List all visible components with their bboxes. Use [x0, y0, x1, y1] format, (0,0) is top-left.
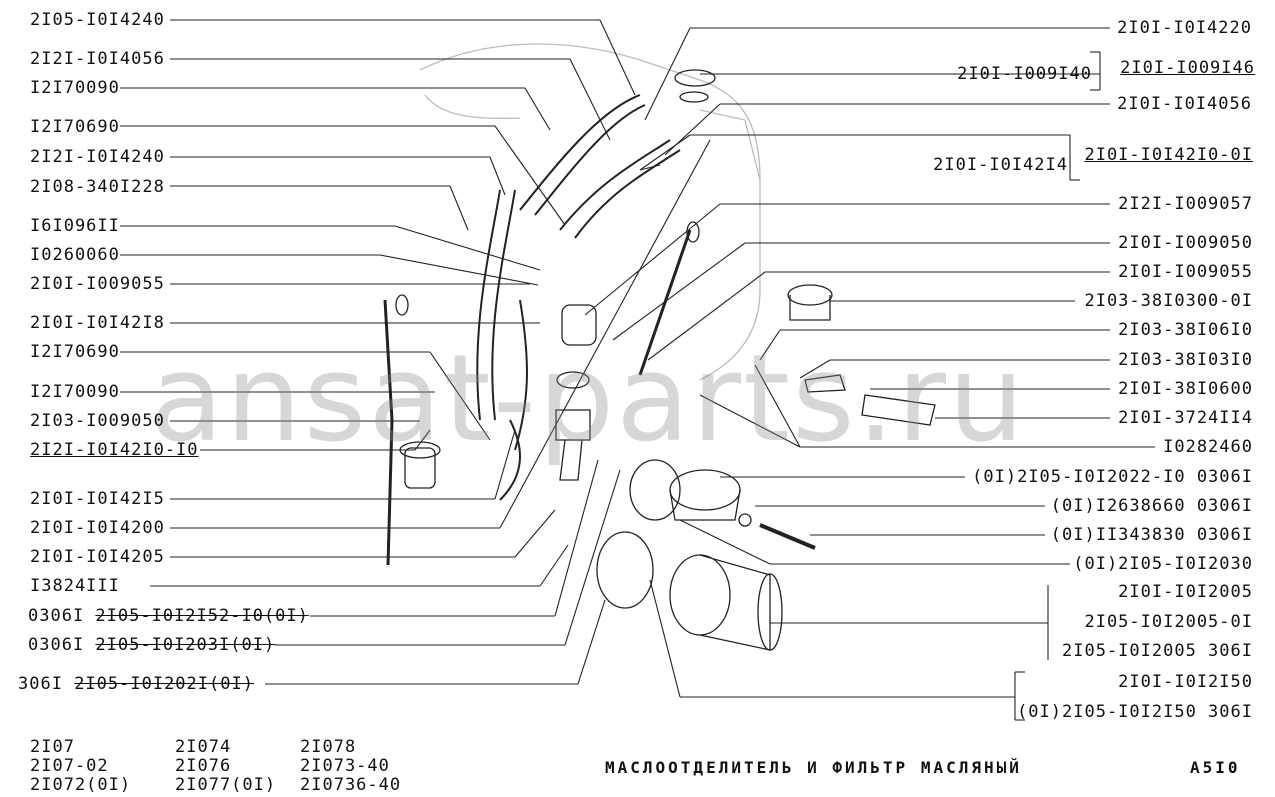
- part-label-right-6: 2I0I-I0I42I0-0I: [1084, 145, 1253, 165]
- model-col-3-row-1: 2I078: [300, 737, 357, 757]
- part-label-right-2: 2I0I-I009I40: [957, 64, 1092, 84]
- part-label-right-10: 2I03-38I0300-0I: [1084, 291, 1253, 311]
- part-label-left-12: I2I70090: [30, 382, 120, 402]
- part-label-right-16: (0I)2I05-I0I2022-I0 0306I: [972, 467, 1253, 487]
- part-label-code: 2I05-I0I203I(0I): [95, 635, 276, 655]
- part-label-right-11: 2I03-38I06I0: [1118, 320, 1253, 340]
- diagram-title: МАСЛООТДЕЛИТЕЛЬ И ФИЛЬТР МАСЛЯНЫЙ: [605, 758, 1022, 777]
- part-label-right-8: 2I0I-I009050: [1118, 233, 1253, 253]
- part-label-right-7: 2I2I-I009057: [1118, 194, 1253, 214]
- part-label-right-5: 2I0I-I0I42I4: [933, 155, 1068, 175]
- part-label-left-pre-2: 0306I 2I05-I0I203I(0I): [28, 635, 275, 655]
- part-label-right-17: (0I)I2638660 0306I: [1050, 496, 1253, 516]
- part-label-left-17: 2I0I-I0I4205: [30, 547, 165, 567]
- part-label-right-19: (0I)2I05-I0I2030: [1073, 554, 1253, 574]
- part-label-left-15: 2I0I-I0I42I5: [30, 489, 165, 509]
- part-label-right-1: 2I0I-I0I4220: [1117, 18, 1252, 38]
- part-label-right-4: 2I0I-I0I4056: [1117, 94, 1252, 114]
- model-col-1-row-3: 2I072(0I): [30, 775, 132, 795]
- part-label-left-2: 2I2I-I0I4056: [30, 49, 165, 69]
- model-col-3-row-3: 2I0736-40: [300, 775, 402, 795]
- part-label-left-6: 2I08-340I228: [30, 177, 165, 197]
- part-label-right-20: 2I0I-I0I2005: [1118, 582, 1253, 602]
- part-label-prefix: 306I: [18, 674, 75, 694]
- part-label-right-14: 2I0I-3724II4: [1118, 408, 1253, 428]
- part-label-right-21: 2I05-I0I2005-0I: [1084, 612, 1253, 632]
- watermark: ansat-parts.ru: [150, 330, 1027, 469]
- part-label-right-22: 2I05-I0I2005 306I: [1062, 641, 1253, 661]
- part-label-left-14: 2I2I-I0I42I0-I0: [30, 440, 199, 460]
- part-label-left-5: 2I2I-I0I4240: [30, 147, 165, 167]
- model-col-2-row-1: 2I074: [175, 737, 232, 757]
- part-label-left-16: 2I0I-I0I4200: [30, 518, 165, 538]
- part-label-right-13: 2I0I-38I0600: [1118, 379, 1253, 399]
- part-label-right-12: 2I03-38I03I0: [1118, 350, 1253, 370]
- part-label-right-15: I0282460: [1163, 437, 1253, 457]
- part-label-code: 2I05-I0I2I52-I0(0I): [95, 606, 309, 626]
- part-label-left-9: 2I0I-I009055: [30, 274, 165, 294]
- part-label-right-23: 2I0I-I0I2I50: [1118, 672, 1253, 692]
- part-label-right-3: 2I0I-I009I46: [1120, 58, 1255, 78]
- part-label-left-pre-1: 0306I 2I05-I0I2I52-I0(0I): [28, 606, 309, 626]
- part-label-left-pre-3: 306I 2I05-I0I202I(0I): [18, 674, 254, 694]
- part-label-prefix: 0306I: [28, 606, 96, 626]
- model-col-1-row-1: 2I07: [30, 737, 75, 757]
- part-label-left-13: 2I03-I009050: [30, 411, 165, 431]
- sheet-number: A5I0: [1190, 758, 1241, 777]
- model-col-3-row-2: 2I073-40: [300, 756, 390, 776]
- part-label-right-24: (0I)2I05-I0I2I50 306I: [1017, 702, 1253, 722]
- part-label-right-18: (0I)II343830 0306I: [1050, 525, 1253, 545]
- part-label-left-4: I2I70690: [30, 117, 120, 137]
- part-label-prefix: 0306I: [28, 635, 96, 655]
- part-label-right-9: 2I0I-I009055: [1118, 262, 1253, 282]
- part-label-left-10: 2I0I-I0I42I8: [30, 313, 165, 333]
- part-label-left-1: 2I05-I0I4240: [30, 10, 165, 30]
- model-col-1-row-2: 2I07-02: [30, 756, 109, 776]
- part-label-left-7: I6I096II: [30, 216, 120, 236]
- part-label-code: 2I05-I0I202I(0I): [74, 674, 254, 694]
- model-col-2-row-3: 2I077(0I): [175, 775, 277, 795]
- model-col-2-row-2: 2I076: [175, 756, 232, 776]
- part-label-left-11: I2I70690: [30, 342, 120, 362]
- part-label-left-8: I0260060: [30, 245, 120, 265]
- part-label-left-18: I3824III: [30, 576, 120, 596]
- part-label-left-3: I2I70090: [30, 78, 120, 98]
